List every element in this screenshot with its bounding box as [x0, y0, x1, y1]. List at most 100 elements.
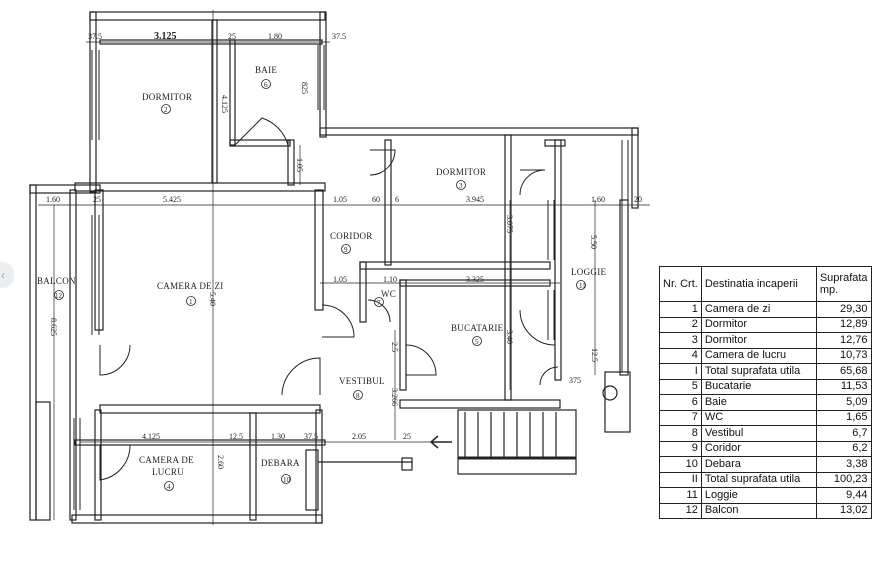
dim-label: 37.5: [88, 32, 102, 41]
room-number-11: 11: [579, 282, 586, 290]
area-table: Nr. Crt. Destinatia incaperii Suprafata …: [659, 266, 872, 519]
entry-arrow-icon: [429, 435, 452, 449]
dim-label: 3.40: [505, 330, 514, 344]
windows: [73, 45, 629, 510]
dim-label: 37.5: [332, 32, 346, 41]
room-name: Loggie: [700, 487, 817, 504]
dim-label: 12.5: [590, 348, 599, 362]
dim-label: 1.80: [268, 32, 282, 41]
row-number: 6: [659, 394, 702, 411]
room-label-baie: BAIE: [255, 65, 277, 75]
room-area: 65,68: [815, 363, 872, 380]
dim-label: 1.30: [271, 432, 285, 441]
dim-label: 1.10: [383, 275, 397, 284]
room-number-8: 8: [356, 392, 360, 400]
row-number: 12: [659, 502, 702, 519]
dim-label: 6: [395, 195, 399, 204]
room-name: Dormitor: [700, 316, 817, 333]
dim-label: 375: [569, 376, 581, 385]
room-label-dormitor-3: DORMITOR: [436, 167, 486, 177]
room-name: Camera de zi: [700, 301, 817, 318]
dim-label: 1.05: [295, 158, 304, 172]
room-area: 6,7: [815, 425, 872, 442]
room-number-7: 7: [377, 299, 381, 307]
dim-label: 3.325: [466, 275, 484, 284]
room-label-debara: DEBARA: [261, 458, 300, 468]
dim-label: 2.05: [352, 432, 366, 441]
dim-label: 3.945: [466, 195, 484, 204]
room-area: 100,23: [815, 471, 872, 488]
column-header-destination: Destinatia incaperii: [700, 266, 817, 302]
room-name: Total suprafata utila: [700, 363, 817, 380]
dim-label: 1.60: [46, 195, 60, 204]
room-label-balcon: BALCON: [37, 276, 76, 286]
room-name: Total suprafata utila: [700, 471, 817, 488]
room-name: Vestibul: [700, 425, 817, 442]
dim-label: 60: [372, 195, 380, 204]
room-label-camera-zi: CAMERA DE ZI: [157, 281, 224, 291]
dim-label: 4.125: [220, 95, 229, 113]
dim-top-width: 3.125: [154, 31, 177, 42]
dim-label: 2.5: [390, 342, 399, 352]
exterior-walls: [29, 11, 639, 524]
room-area: 3,38: [815, 456, 872, 473]
room-markers: [54, 79, 586, 491]
room-number-6: 6: [264, 81, 268, 89]
row-number: 5: [659, 378, 702, 395]
room-name: WC: [700, 409, 817, 426]
room-name: Baie: [700, 394, 817, 411]
room-name: Balcon: [700, 502, 817, 519]
room-name: Camera de lucru: [700, 347, 817, 364]
room-label-coridor: CORIDOR: [330, 231, 373, 241]
room-area: 1,65: [815, 409, 872, 426]
dim-label: 3.266: [390, 388, 399, 406]
room-area: 13,02: [815, 502, 872, 519]
door-swings: [99, 117, 559, 481]
room-area: 6,2: [815, 440, 872, 457]
room-label-wc: WC: [381, 289, 396, 299]
dim-label: 5.40: [208, 292, 217, 306]
dim-label: 5.425: [163, 195, 181, 204]
room-label-bucatarie: BUCATARIE: [451, 323, 504, 333]
room-label-camera-lucru-1: CAMERA DE: [139, 455, 194, 465]
dim-label: 4.125: [142, 432, 160, 441]
room-number-2: 2: [164, 106, 168, 114]
dim-label: 25: [93, 195, 101, 204]
chevron-left-icon[interactable]: ‹: [0, 262, 14, 288]
row-number: 8: [659, 425, 702, 442]
row-number: 3: [659, 332, 702, 349]
room-number-9: 9: [344, 246, 348, 254]
dim-label: 2.60: [216, 455, 225, 469]
room-name: Bucatarie: [700, 378, 817, 395]
dim-label: 25: [403, 432, 411, 441]
row-number: II: [659, 471, 702, 488]
dim-label: 1.05: [333, 195, 347, 204]
dim-label: 1.05: [333, 275, 347, 284]
row-number: 9: [659, 440, 702, 457]
entrance-stairs: [318, 409, 577, 475]
row-number: 10: [659, 456, 702, 473]
room-number-1: 1: [189, 298, 193, 306]
room-number-3: 3: [459, 182, 463, 190]
room-area: 12,76: [815, 332, 872, 349]
room-name: Dormitor: [700, 332, 817, 349]
room-area: 5,09: [815, 394, 872, 411]
room-number-12: 12: [55, 292, 63, 300]
room-label-dormitor-2: DORMITOR: [142, 92, 192, 102]
room-label-loggie: LOGGIE: [571, 267, 606, 277]
shaft-icon: [602, 385, 618, 401]
